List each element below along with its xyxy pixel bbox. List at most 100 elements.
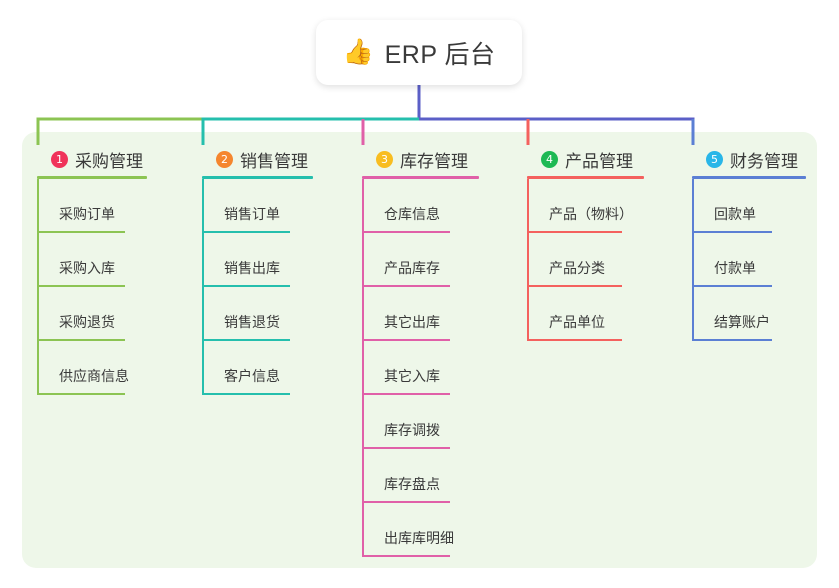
leaf-item[interactable]: 客户信息 [202,341,313,395]
branch-title: 库存管理 [400,151,468,171]
leaf-underline [527,285,622,287]
leaf-label: 产品（物料） [549,206,633,222]
branch-spine [37,179,39,395]
branch-title: 销售管理 [240,151,308,171]
leaf-label: 产品分类 [549,260,605,276]
leaf-item[interactable]: 库存盘点 [362,449,479,503]
leaf-item[interactable]: 仓库信息 [362,179,479,233]
branch-header-5[interactable]: 5 财务管理 [692,147,806,171]
leaf-label: 回款单 [714,206,756,222]
leaf-label: 客户信息 [224,368,280,384]
leaf-label: 销售退货 [224,314,280,330]
leaf-label: 库存盘点 [384,476,440,492]
leaf-item[interactable]: 其它出库 [362,287,479,341]
leaf-label: 结算账户 [714,314,770,330]
leaf-label: 产品库存 [384,260,440,276]
branch-header-4[interactable]: 4 产品管理 [527,147,644,171]
leaf-item[interactable]: 付款单 [692,233,806,287]
thumbs-up-icon: 👍 [342,38,374,66]
leaf-underline [692,285,772,287]
branch-underline [202,176,313,179]
branch-underline [362,176,479,179]
leaf-label: 供应商信息 [59,368,129,384]
leaf-item[interactable]: 供应商信息 [37,341,147,395]
branch-header-3[interactable]: 3 库存管理 [362,147,479,171]
leaf-label: 库存调拨 [384,422,440,438]
root-node[interactable]: 👍 ERP 后台 [316,20,522,85]
branch-3: 3 库存管理仓库信息产品库存其它出库其它入库库存调拨库存盘点出库库明细 [362,147,479,557]
leaf-underline [37,339,125,341]
leaf-label: 采购订单 [59,206,115,222]
branch-5: 5 财务管理回款单付款单结算账户 [692,147,806,341]
leaf-underline [202,231,290,233]
leaf-list: 产品（物料） 产品分类产品单位 [527,179,644,341]
leaf-list: 销售订单销售出库销售退货客户信息 [202,179,313,395]
leaf-list: 采购订单采购入库采购退货供应商信息 [37,179,147,395]
leaf-underline [37,285,125,287]
leaf-list: 仓库信息产品库存其它出库其它入库库存调拨库存盘点出库库明细 [362,179,479,557]
leaf-underline [362,231,450,233]
branch-header-1[interactable]: 1 采购管理 [37,147,147,171]
leaf-item[interactable]: 回款单 [692,179,806,233]
leaf-item[interactable]: 库存调拨 [362,395,479,449]
leaf-item[interactable]: 产品（物料） [527,179,644,233]
branch-1: 1 采购管理采购订单采购入库采购退货供应商信息 [37,147,147,395]
branch-spine [527,179,529,341]
leaf-item[interactable]: 销售退货 [202,287,313,341]
branch-title: 财务管理 [730,151,798,171]
leaf-underline [692,339,772,341]
leaf-item[interactable]: 出库库明细 [362,503,479,557]
leaf-underline [362,393,450,395]
leaf-label: 采购退货 [59,314,115,330]
branch-2: 2 销售管理销售订单销售出库销售退货客户信息 [202,147,313,395]
branch-underline [692,176,806,179]
leaf-item[interactable]: 销售订单 [202,179,313,233]
leaf-item[interactable]: 销售出库 [202,233,313,287]
branch-spine [202,179,204,395]
branches-panel [22,132,817,568]
leaf-underline [37,393,125,395]
leaf-underline [362,501,450,503]
leaf-underline [202,393,290,395]
leaf-item[interactable]: 产品库存 [362,233,479,287]
branch-underline [527,176,644,179]
leaf-label: 仓库信息 [384,206,440,222]
branch-spine [692,179,694,341]
leaf-underline [202,285,290,287]
leaf-list: 回款单付款单结算账户 [692,179,806,341]
leaf-item[interactable]: 其它入库 [362,341,479,395]
leaf-label: 销售订单 [224,206,280,222]
leaf-item[interactable]: 结算账户 [692,287,806,341]
branch-4: 4 产品管理产品（物料） 产品分类产品单位 [527,147,644,341]
leaf-item[interactable]: 产品分类 [527,233,644,287]
leaf-label: 销售出库 [224,260,280,276]
branch-number-badge: 2 [216,150,233,168]
leaf-label: 采购入库 [59,260,115,276]
branch-spine [362,179,364,557]
leaf-underline [527,339,622,341]
branch-number-badge: 4 [541,150,558,168]
leaf-underline [527,231,622,233]
leaf-item[interactable]: 采购入库 [37,233,147,287]
leaf-underline [362,285,450,287]
leaf-underline [202,339,290,341]
leaf-item[interactable]: 产品单位 [527,287,644,341]
branch-title: 采购管理 [75,151,143,171]
branch-header-2[interactable]: 2 销售管理 [202,147,313,171]
leaf-label: 产品单位 [549,314,605,330]
branch-number-badge: 5 [706,150,723,168]
leaf-underline [362,555,450,557]
root-title: ERP 后台 [384,40,496,69]
branch-underline [37,176,147,179]
branch-number-badge: 3 [376,150,393,168]
leaf-item[interactable]: 采购订单 [37,179,147,233]
leaf-underline [37,231,125,233]
leaf-item[interactable]: 采购退货 [37,287,147,341]
leaf-underline [362,447,450,449]
leaf-label: 其它出库 [384,314,440,330]
branch-title: 产品管理 [565,151,633,171]
branch-number-badge: 1 [51,150,68,168]
leaf-underline [692,231,772,233]
leaf-label: 其它入库 [384,368,440,384]
